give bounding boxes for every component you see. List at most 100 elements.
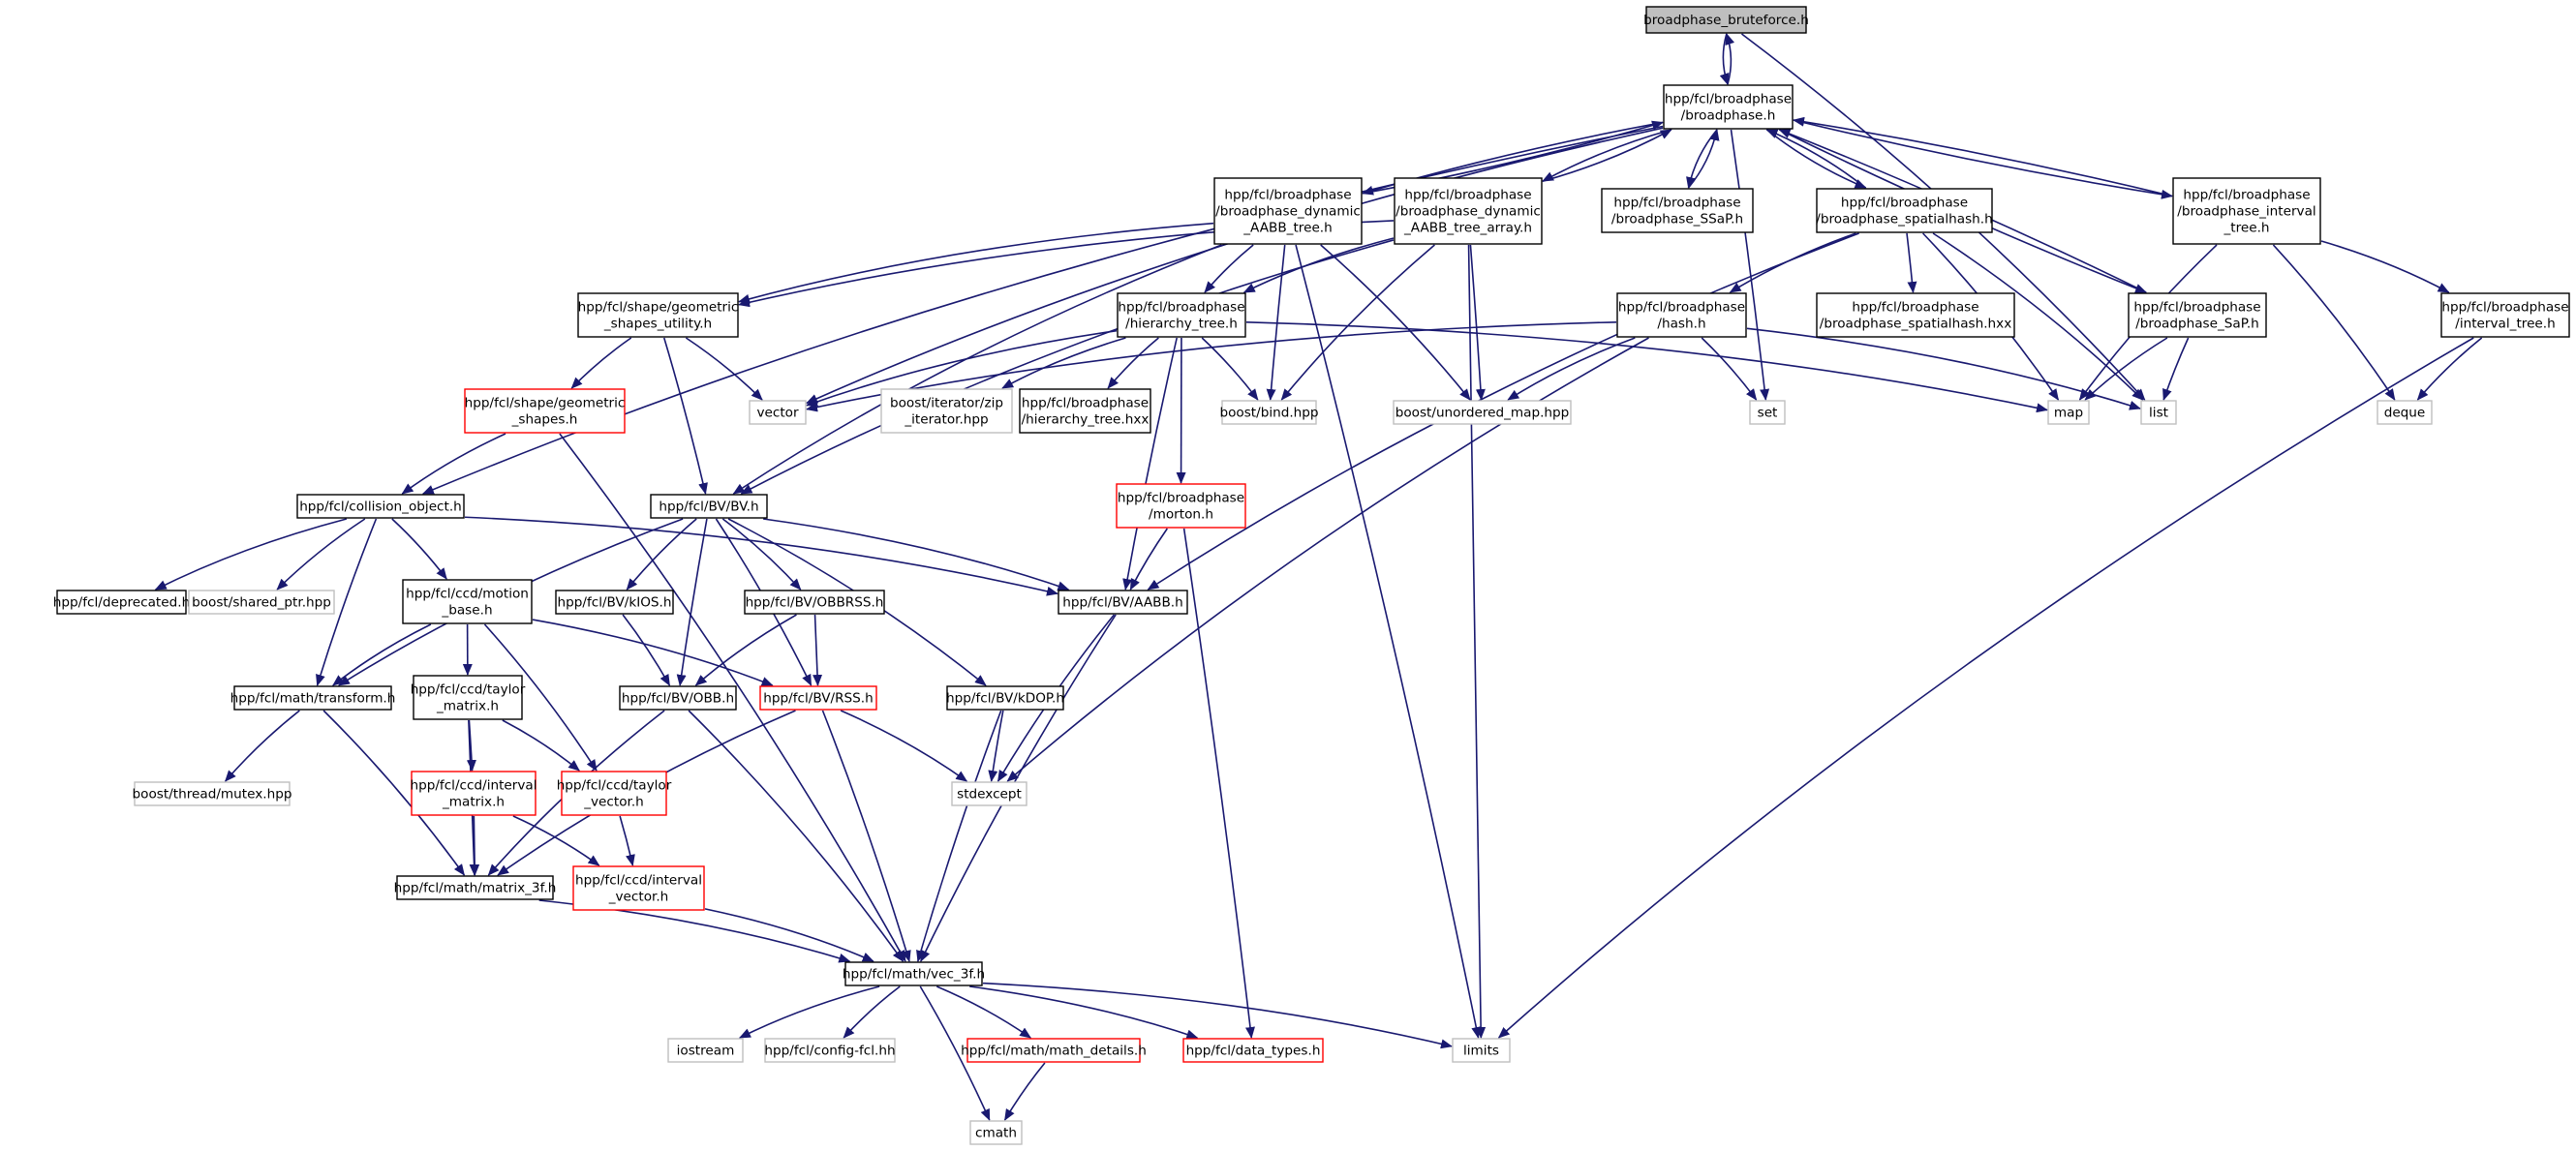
node-label: hpp/fcl/math/math_details.h	[961, 1044, 1147, 1059]
node-label-line: /broadphase_spatialhash.hxx	[1820, 317, 2012, 332]
node-label: vector	[756, 406, 799, 421]
edge-dyn_aabb_arr-to-umap	[1469, 244, 1486, 401]
edge-interval_tree_bp-to-broadphase	[1793, 116, 2173, 197]
node-label: hpp/fcl/broadphase/broadphase.h	[1665, 92, 1792, 124]
node-label-line: hpp/fcl/broadphase	[2183, 188, 2310, 203]
node-dyn_aabb_arr[interactable]: hpp/fcl/broadphase/broadphase_dynamic_AA…	[1394, 177, 1543, 245]
edge-morton-to-data_types	[1182, 528, 1255, 1039]
edge-interval_tree_bp-to-deque	[2272, 244, 2396, 401]
node-cmath[interactable]: cmath	[969, 1120, 1023, 1145]
node-hier_hxx[interactable]: hpp/fcl/broadphase/hierarchy_tree.hxx	[1019, 388, 1151, 434]
node-label: hpp/fcl/broadphase/broadphase_dynamic_AA…	[1215, 188, 1361, 236]
node-obbrss[interactable]: hpp/fcl/BV/OBBRSS.h	[744, 590, 885, 615]
node-box	[749, 400, 807, 425]
node-matrix3f[interactable]: hpp/fcl/math/matrix_3f.h	[394, 875, 557, 900]
node-taylor_matrix[interactable]: hpp/fcl/ccd/taylor_matrix.h	[411, 675, 526, 720]
node-label: hpp/fcl/shape/geometric_shapes.h	[465, 396, 626, 428]
node-interval_matrix[interactable]: hpp/fcl/ccd/interval_matrix.h	[410, 771, 537, 816]
node-label: hpp/fcl/broadphase/broadphase_dynamic_AA…	[1395, 188, 1541, 236]
node-label-line: /hierarchy_tree.hxx	[1022, 412, 1150, 428]
node-label-line: /broadphase_dynamic	[1395, 204, 1541, 220]
node-root[interactable]: broadphase_bruteforce.h	[1643, 6, 1809, 34]
node-set[interactable]: set	[1749, 400, 1786, 425]
node-aabb[interactable]: hpp/fcl/BV/AABB.h	[1058, 590, 1188, 615]
node-zip[interactable]: boost/iterator/zip_iterator.hpp	[880, 388, 1013, 434]
node-label-line: _shapes.h	[511, 412, 578, 428]
edge-math_details-to-cmath	[1003, 1062, 1046, 1121]
node-stdexcept[interactable]: stdexcept	[951, 781, 1027, 806]
node-kdop[interactable]: hpp/fcl/BV/kDOP.h	[946, 685, 1064, 711]
node-iostream[interactable]: iostream	[667, 1038, 744, 1063]
edge-morton-to-aabb	[1129, 528, 1168, 591]
node-label-line: hpp/fcl/BV/kDOP.h	[946, 691, 1064, 707]
node-box	[951, 781, 1027, 806]
node-bind[interactable]: boost/bind.hpp	[1219, 400, 1319, 425]
node-obb[interactable]: hpp/fcl/BV/OBB.h	[619, 685, 737, 711]
node-hier_tree[interactable]: hpp/fcl/broadphase/hierarchy_tree.h	[1117, 292, 1246, 338]
node-label-line: hpp/fcl/data_types.h	[1186, 1044, 1321, 1059]
node-label-line: hpp/fcl/broadphase	[1118, 300, 1244, 316]
node-label-line: hpp/fcl/BV/AABB.h	[1062, 595, 1182, 611]
edge-coll_obj-to-aabb	[464, 516, 1058, 596]
node-box	[1221, 400, 1317, 425]
node-umap[interactable]: boost/unordered_map.hpp	[1393, 400, 1572, 425]
node-deque[interactable]: deque	[2377, 400, 2433, 425]
node-math_details[interactable]: hpp/fcl/math/math_details.h	[961, 1038, 1147, 1063]
node-broadphase[interactable]: hpp/fcl/broadphase/broadphase.h	[1663, 84, 1794, 130]
node-layer: broadphase_bruteforce.h hpp/fcl/broadphas…	[53, 6, 2570, 1145]
node-sap[interactable]: hpp/fcl/broadphase/broadphase_SaP.h	[2128, 292, 2267, 338]
node-vector[interactable]: vector	[749, 400, 807, 425]
node-spatialhash[interactable]: hpp/fcl/broadphase/broadphase_spatialhas…	[1816, 188, 1993, 233]
node-coll_obj[interactable]: hpp/fcl/collision_object.h	[296, 494, 465, 519]
node-data_types[interactable]: hpp/fcl/data_types.h	[1182, 1038, 1324, 1063]
node-kios[interactable]: hpp/fcl/BV/kIOS.h	[555, 590, 674, 615]
edge-hier_tree-to-map	[1245, 321, 2048, 413]
node-box	[650, 494, 768, 519]
node-deprecated[interactable]: hpp/fcl/deprecated.h	[53, 590, 190, 615]
node-limits[interactable]: limits	[1452, 1038, 1511, 1063]
node-transform[interactable]: hpp/fcl/math/transform.h	[230, 685, 396, 711]
node-label: hpp/fcl/broadphase/hierarchy_tree.h	[1118, 300, 1244, 332]
node-geom_shapes[interactable]: hpp/fcl/shape/geometric_shapes.h	[464, 388, 626, 434]
node-label: hpp/fcl/broadphase/broadphase_spatialhas…	[1816, 196, 1992, 227]
node-label-line: hpp/fcl/config-fcl.hh	[764, 1044, 895, 1059]
node-dyn_aabb[interactable]: hpp/fcl/broadphase/broadphase_dynamic_AA…	[1213, 177, 1363, 245]
node-box	[1058, 590, 1188, 615]
edge-coll_obj-to-shared_ptr	[276, 518, 366, 591]
node-bvh[interactable]: hpp/fcl/BV/BV.h	[650, 494, 768, 519]
node-mutex[interactable]: boost/thread/mutex.hpp	[133, 781, 292, 806]
edge-kdop-to-stdexcept	[988, 710, 1004, 782]
node-label-line: hpp/fcl/BV/OBBRSS.h	[746, 595, 884, 611]
node-box	[1816, 292, 2015, 338]
node-label-line: /broadphase_spatialhash.h	[1816, 212, 1992, 227]
node-label-line: hpp/fcl/ccd/interval	[575, 873, 702, 889]
node-label: hpp/fcl/math/transform.h	[230, 691, 396, 707]
node-vec3f[interactable]: hpp/fcl/math/vec_3f.h	[843, 961, 985, 986]
node-interval_vector[interactable]: hpp/fcl/ccd/interval_vector.h	[572, 865, 705, 911]
node-motion_base[interactable]: hpp/fcl/ccd/motion_base.h	[402, 579, 533, 624]
node-interval_tree[interactable]: hpp/fcl/broadphase/interval_tree.h	[2440, 292, 2570, 338]
node-list[interactable]: list	[2140, 400, 2177, 425]
node-ssap[interactable]: hpp/fcl/broadphase/broadphase_SSaP.h	[1601, 188, 1754, 233]
node-label-line: boost/bind.hpp	[1219, 406, 1318, 421]
node-hash[interactable]: hpp/fcl/broadphase/hash.h	[1616, 292, 1747, 338]
node-label-line: hpp/fcl/math/transform.h	[230, 691, 396, 707]
node-config[interactable]: hpp/fcl/config-fcl.hh	[764, 1038, 896, 1063]
node-label-line: _shapes_utility.h	[603, 317, 712, 332]
edge-interval_tree_bp-to-interval_tree	[2320, 240, 2450, 293]
node-label: broadphase_bruteforce.h	[1643, 13, 1809, 28]
node-label-line: list	[2149, 406, 2168, 421]
node-taylor_vector[interactable]: hpp/fcl/ccd/taylor_vector.h	[557, 771, 672, 816]
node-morton[interactable]: hpp/fcl/broadphase/morton.h	[1116, 483, 1246, 529]
node-interval_tree_bp[interactable]: hpp/fcl/broadphase/broadphase_interval_t…	[2172, 177, 2321, 245]
node-box	[2440, 292, 2570, 338]
node-label-line: boost/shared_ptr.hpp	[192, 595, 331, 611]
node-sh_hxx[interactable]: hpp/fcl/broadphase/broadphase_spatialhas…	[1816, 292, 2015, 338]
node-geom_util[interactable]: hpp/fcl/shape/geometric_shapes_utility.h	[577, 292, 739, 338]
node-shared_ptr[interactable]: boost/shared_ptr.hpp	[188, 590, 335, 615]
node-label-line: hpp/fcl/math/vec_3f.h	[843, 967, 985, 983]
node-rss[interactable]: hpp/fcl/BV/RSS.h	[759, 685, 877, 711]
node-label-line: hpp/fcl/BV/OBB.h	[622, 691, 734, 707]
node-map[interactable]: map	[2047, 400, 2090, 425]
node-label: hpp/fcl/ccd/motion_base.h	[406, 587, 529, 619]
